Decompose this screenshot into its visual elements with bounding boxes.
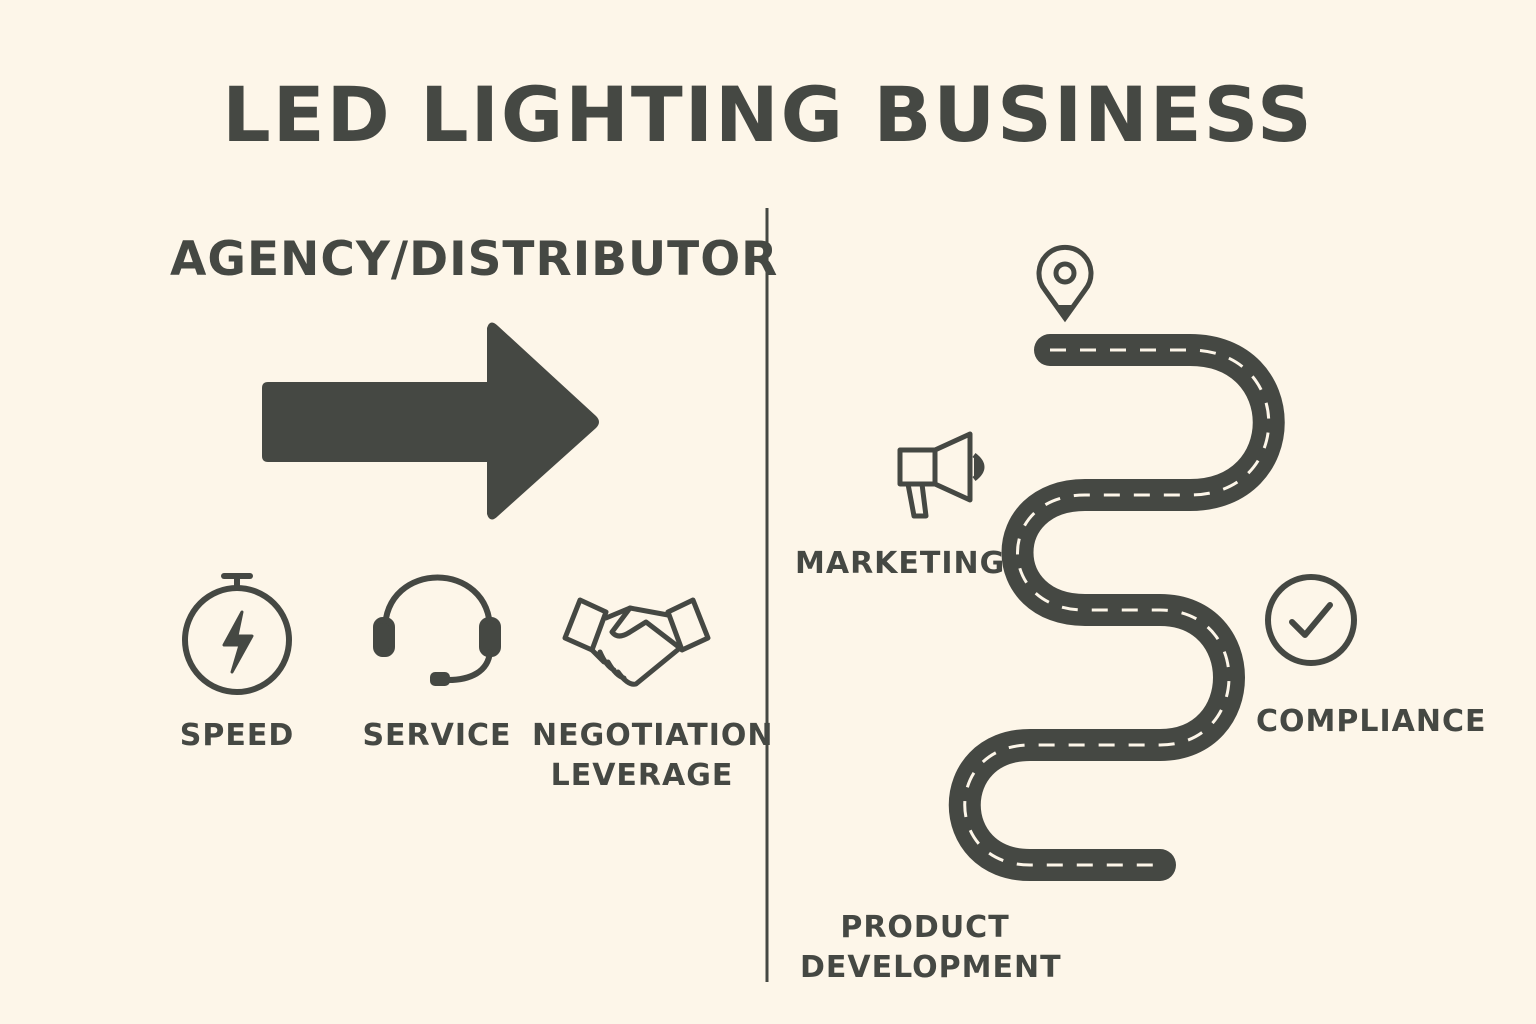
development-line: DEVELOPMENT	[800, 950, 1062, 985]
compliance-label: COMPLIANCE	[1256, 704, 1487, 739]
leverage-line: LEVERAGE	[550, 758, 734, 793]
right-arrow-icon	[262, 322, 599, 520]
negotiation-line: NEGOTIATION	[532, 718, 774, 753]
agency-distributor-heading: AGENCY/DISTRIBUTOR	[170, 232, 779, 287]
megaphone-icon	[897, 431, 985, 519]
product-line: PRODUCT	[840, 910, 1010, 945]
product-development-label: PRODUCT DEVELOPMENT	[800, 908, 1062, 988]
headset-icon	[373, 574, 501, 686]
speed-label: SPEED	[179, 718, 295, 753]
negotiation-leverage-label: NEGOTIATION LEVERAGE	[532, 716, 774, 796]
service-label: SERVICE	[362, 718, 512, 753]
check-circle-icon	[1265, 574, 1357, 666]
page-title: LED LIGHTING BUSINESS	[222, 70, 1314, 159]
winding-road	[948, 334, 1285, 881]
marketing-label: MARKETING	[795, 546, 1006, 581]
stopwatch-lightning-icon	[182, 573, 292, 695]
location-pin-icon	[1036, 244, 1094, 323]
handshake-icon	[562, 597, 711, 687]
